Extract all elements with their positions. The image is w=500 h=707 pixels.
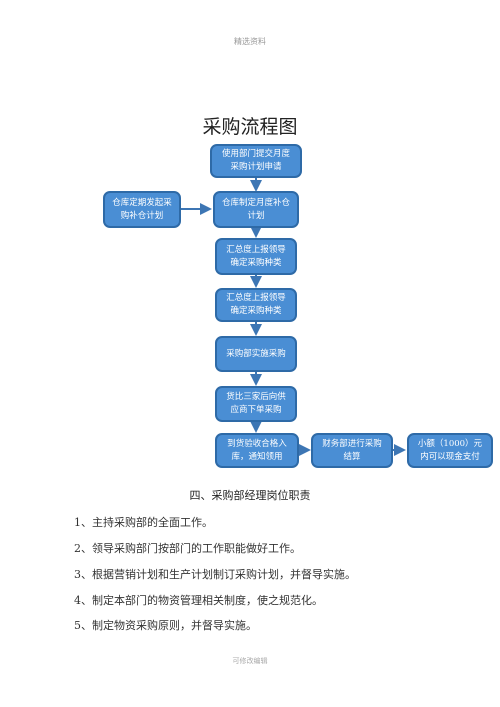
duty-item-5: 5、制定物资采购原则，并督导实施。: [74, 619, 257, 632]
duty-item-3: 3、根据营销计划和生产计划制订采购计划，并督导实施。: [74, 568, 356, 581]
flow-box-summary-2: 汇总度上报领导确定采购种类: [215, 288, 297, 322]
flow-box-small-amount: 小额（1000）元内可以现金支付: [407, 433, 493, 468]
duty-item-4: 4、制定本部门的物资管理相关制度，使之规范化。: [74, 594, 323, 607]
flow-box-compare-suppliers: 货比三家后向供应商下单采购: [215, 386, 297, 422]
flow-box-submit-request: 使用部门提交月度采购计划申请: [210, 144, 302, 178]
page-header-note: 精选资料: [234, 37, 266, 46]
flowchart-title: 采购流程图: [202, 116, 298, 138]
page-footer-note: 可修改编辑: [232, 657, 268, 665]
duty-item-2: 2、领导采购部门按部门的工作职能做好工作。: [74, 542, 301, 555]
flow-box-receive: 到货验收合格入库，通知领用: [215, 433, 299, 468]
flow-box-warehouse-periodic: 仓库定期发起采购补仓计划: [103, 191, 181, 228]
duty-item-1: 1、主持采购部的全面工作。: [74, 516, 213, 529]
flow-box-finance: 财务部进行采购结算: [311, 433, 393, 468]
flow-box-implement: 采购部实施采购: [215, 336, 297, 372]
flow-box-warehouse-monthly: 仓库制定月度补仓计划: [213, 191, 299, 228]
flow-box-summary-1: 汇总度上报领导确定采购种类: [215, 238, 297, 275]
duties-heading: 四、采购部经理岗位职责: [189, 489, 311, 502]
